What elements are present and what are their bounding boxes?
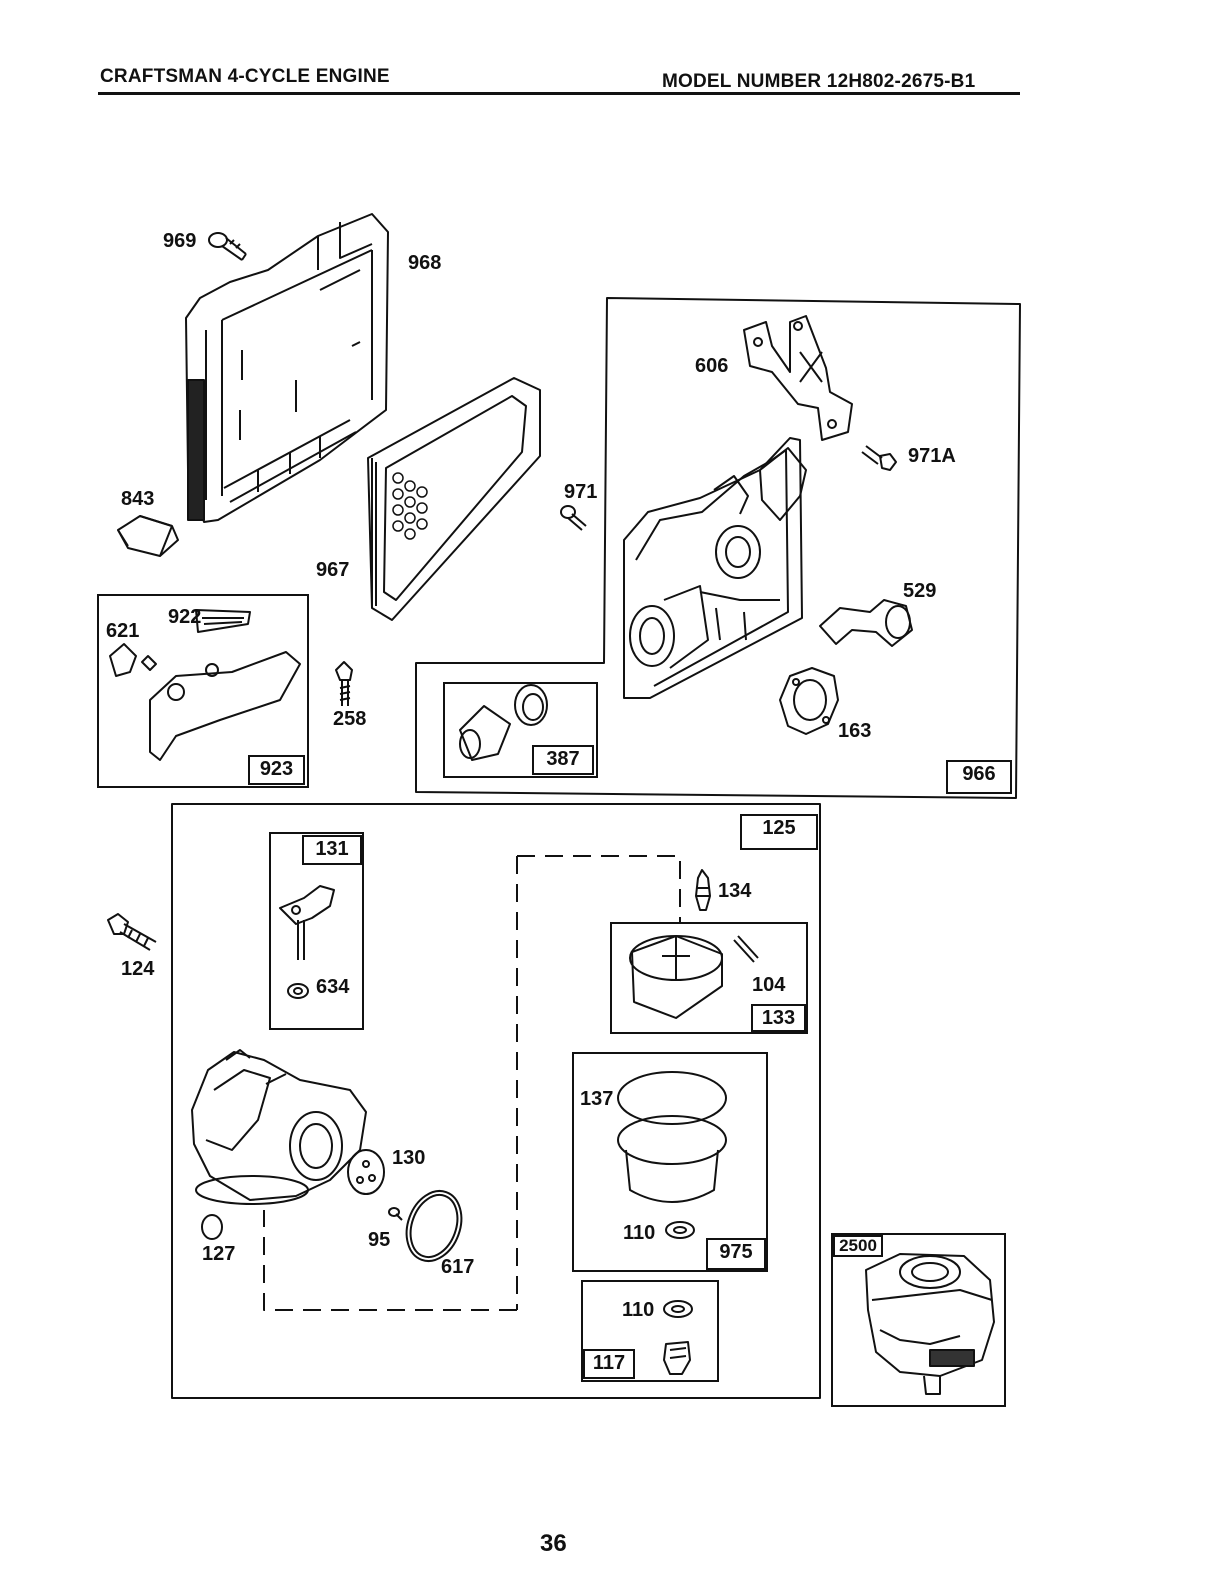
kit-frame-387 bbox=[443, 682, 598, 778]
kit-frame-131 bbox=[269, 832, 364, 1030]
kit-tag-923: 923 bbox=[248, 755, 305, 785]
part-label-134: 134 bbox=[718, 880, 752, 902]
kit-frame-975 bbox=[572, 1052, 768, 1272]
float-133-drawing bbox=[629, 935, 759, 1019]
part-label-110-bowl: 110 bbox=[623, 1222, 656, 1244]
part-label-163: 163 bbox=[838, 720, 872, 742]
part-label-968: 968 bbox=[408, 252, 442, 274]
kit-tag-966: 966 bbox=[946, 760, 1012, 794]
part-label-922: 922 bbox=[168, 606, 202, 628]
part-label-110-nut: 110 bbox=[622, 1299, 655, 1321]
screw-971-drawing bbox=[560, 505, 587, 531]
part-label-971a: 971A bbox=[908, 445, 956, 467]
part-label-969: 969 bbox=[163, 230, 197, 252]
part-label-104: 104 bbox=[752, 974, 786, 996]
part-label-606: 606 bbox=[695, 355, 729, 377]
header-rule bbox=[98, 92, 1020, 95]
kit-tag-125: 125 bbox=[740, 814, 818, 850]
part-131-drawing bbox=[279, 885, 335, 999]
plate-130-drawing bbox=[347, 1149, 385, 1195]
screw-95-drawing bbox=[388, 1207, 403, 1221]
frame-125-outline bbox=[171, 803, 821, 1399]
part-label-621: 621 bbox=[106, 620, 140, 642]
elbow-529-drawing bbox=[819, 599, 913, 647]
part-label-634: 634 bbox=[316, 976, 350, 998]
page-number: 36 bbox=[540, 1530, 567, 1557]
kit-tag-117: 117 bbox=[583, 1349, 635, 1379]
part-label-529: 529 bbox=[903, 580, 937, 602]
foam-843-drawing bbox=[117, 515, 179, 557]
model-number: MODEL NUMBER 12H802-2675-B1 bbox=[662, 71, 976, 92]
part-label-843: 843 bbox=[121, 488, 155, 510]
kit-tag-131: 131 bbox=[302, 835, 362, 865]
oring-617-drawing bbox=[405, 1190, 463, 1262]
kit-tag-387: 387 bbox=[532, 745, 594, 775]
kit-tag-975: 975 bbox=[706, 1238, 766, 1270]
nut-117-drawing bbox=[663, 1300, 693, 1375]
kit-tag-2500: 2500 bbox=[833, 1235, 883, 1257]
kit-tag-133: 133 bbox=[751, 1004, 806, 1032]
air-cleaner-base-drawing bbox=[185, 213, 389, 523]
plug-127-drawing bbox=[201, 1214, 223, 1240]
part-label-258: 258 bbox=[333, 708, 367, 730]
screw-971a-drawing bbox=[861, 445, 897, 471]
bowl-975-drawing bbox=[617, 1071, 727, 1239]
part-label-130: 130 bbox=[392, 1147, 426, 1169]
engine-2500-drawing bbox=[865, 1253, 995, 1395]
needle-134-drawing bbox=[695, 869, 711, 911]
bolt-124-drawing bbox=[107, 913, 157, 951]
dashed-connectors bbox=[263, 855, 681, 1311]
parts-387-drawing bbox=[459, 684, 548, 761]
governor-923-drawing bbox=[109, 609, 301, 761]
part-label-967: 967 bbox=[316, 559, 350, 581]
kit-frame-2500 bbox=[831, 1233, 1006, 1407]
air-filter-drawing bbox=[367, 377, 541, 621]
carburetor-drawing bbox=[191, 1049, 367, 1205]
frame-966-outline bbox=[415, 297, 1021, 799]
carb-housing-drawing bbox=[623, 437, 807, 699]
part-label-95: 95 bbox=[368, 1229, 391, 1251]
gasket-163-drawing bbox=[779, 667, 839, 735]
bracket-606-drawing bbox=[743, 315, 853, 441]
part-label-971: 971 bbox=[564, 481, 598, 503]
kit-frame-923 bbox=[97, 594, 309, 788]
bolt-258-drawing bbox=[335, 661, 353, 706]
kit-frame-117 bbox=[581, 1280, 719, 1382]
kit-frame-133 bbox=[610, 922, 808, 1034]
diagram-title: CRAFTSMAN 4-CYCLE ENGINE bbox=[100, 66, 390, 87]
part-label-127: 127 bbox=[202, 1243, 236, 1265]
part-label-124: 124 bbox=[121, 958, 155, 980]
part-label-137: 137 bbox=[580, 1088, 614, 1110]
part-label-617: 617 bbox=[441, 1256, 475, 1278]
screw-969-drawing bbox=[208, 232, 247, 261]
